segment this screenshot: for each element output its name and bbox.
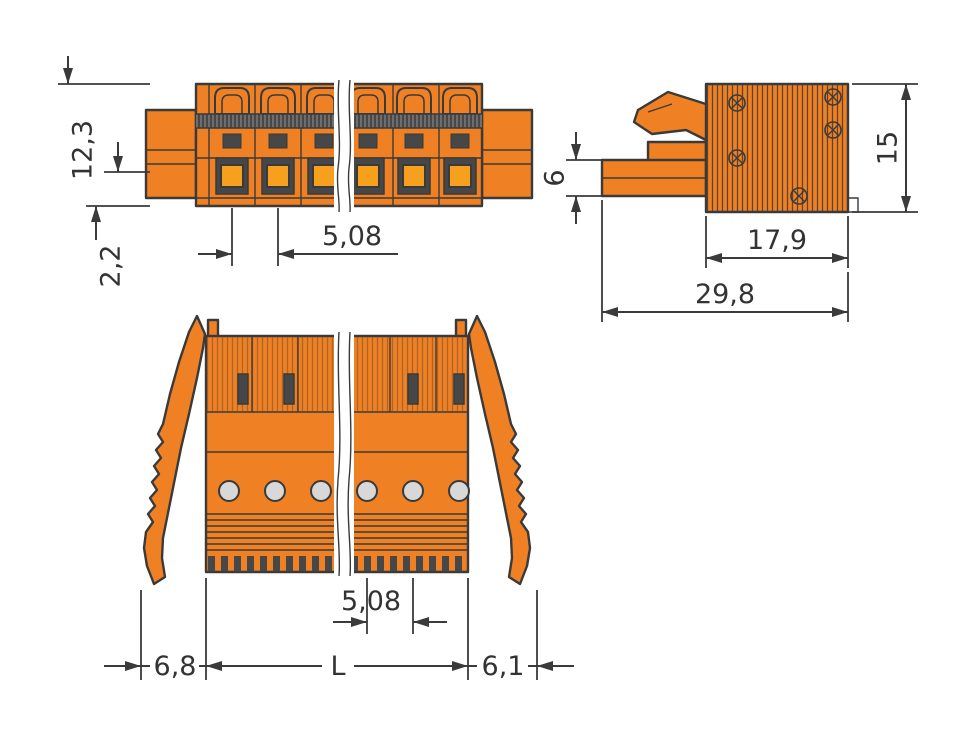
dim-L-label: L (330, 651, 345, 682)
terminal-arch (350, 87, 386, 115)
dim-12-3: 12,3 (58, 56, 150, 180)
dim-6-1: 6,1 (468, 651, 574, 682)
dim-29-8-label: 29,8 (695, 279, 755, 310)
terminal-arch (442, 87, 478, 115)
pole-separators (208, 84, 440, 206)
dim-15: 15 (852, 83, 918, 213)
dim-5-08-front: 5,08 (198, 208, 398, 266)
contact-hole (402, 480, 424, 502)
break-line-bottom (334, 330, 354, 578)
dim-6-8: 6,8 (104, 651, 206, 682)
dim-15-label: 15 (873, 131, 904, 165)
clamp-mechanism (358, 133, 378, 149)
clamp-mechanism (222, 133, 242, 149)
dim-12-3-label: 12,3 (68, 120, 99, 180)
front-view-drawing (144, 78, 534, 214)
push-button-window (443, 157, 477, 195)
contact-hole (356, 480, 378, 502)
contact-hole (448, 480, 470, 502)
contact-pin (407, 373, 419, 405)
push-button-window (351, 157, 385, 195)
dim-29-8: 29,8 (601, 200, 849, 322)
terminal-arch (260, 87, 296, 115)
contact-pin (453, 373, 465, 405)
dim-L: L (206, 651, 468, 682)
break-line (334, 78, 354, 214)
clamp-mechanism (404, 133, 424, 149)
front-left-flange (144, 108, 198, 200)
terminal-arch (214, 87, 250, 115)
front-right-flange (480, 108, 534, 200)
dim-17-9-label: 17,9 (747, 225, 807, 256)
dim-6: 6 (540, 132, 602, 224)
bottom-pole-separators (251, 336, 437, 412)
contact-pin (283, 373, 295, 405)
side-body-hatch (707, 85, 847, 211)
dim-5-08-bottom: 5,08 (333, 578, 447, 634)
contact-hole (218, 480, 240, 502)
dim-6-8-label: 6,8 (154, 651, 197, 682)
locking-lever (632, 90, 708, 142)
dim-6-1-label: 6,1 (482, 651, 525, 682)
clamp-mechanism (450, 133, 470, 149)
dim-17-9: 17,9 (705, 216, 849, 268)
dim-bottom-chain: 6,8 L 6,1 (104, 578, 574, 682)
side-hook (842, 197, 859, 213)
clamp-mechanism (268, 133, 288, 149)
dim-2-2: 2,2 (86, 205, 150, 288)
terminal-arch (396, 87, 432, 115)
contact-pin (237, 373, 249, 405)
push-button-window (261, 157, 295, 195)
side-view-drawing (600, 82, 859, 214)
contact-hole (264, 480, 286, 502)
push-button-window (397, 157, 431, 195)
dim-6-label: 6 (540, 169, 571, 186)
bottom-view-drawing (142, 314, 532, 586)
dim-5-08-front-label: 5,08 (322, 221, 382, 252)
contact-hole (310, 480, 332, 502)
clamp-mechanism (314, 133, 334, 149)
release-lever-left (142, 314, 207, 586)
dim-2-2-label: 2,2 (96, 245, 127, 288)
release-lever-right (467, 314, 532, 586)
dim-5-08-bottom-label: 5,08 (341, 586, 401, 617)
push-button-window (215, 157, 249, 195)
